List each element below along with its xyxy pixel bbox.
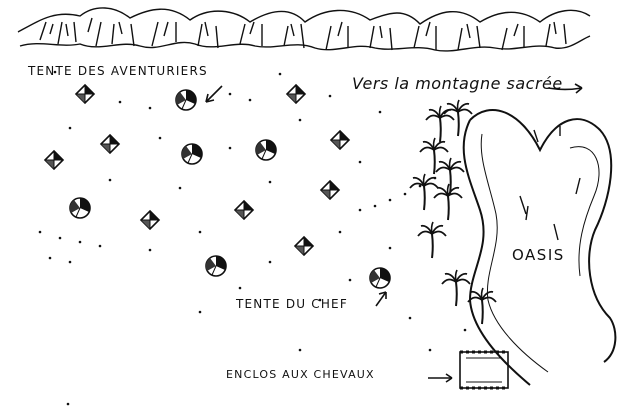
- arrow-icon: [205, 83, 583, 383]
- mountain-ridge-icon: [17, 7, 591, 52]
- palm-trees: [409, 99, 497, 325]
- tent-icon: [234, 200, 254, 220]
- tent-icon: [330, 130, 350, 150]
- palm-tree-icon: [409, 173, 439, 211]
- horse-enclosure-label: ENCLOS AUX CHEVAUX: [226, 368, 375, 381]
- palm-tree-icon: [467, 287, 497, 325]
- chief-tent-label: TENTE DU CHEF: [236, 297, 348, 311]
- tent-icon: [100, 134, 120, 154]
- palm-tree-icon: [425, 105, 455, 143]
- tent-icon: [68, 197, 91, 219]
- oasis-water: [462, 109, 617, 386]
- chief-tent-icon: [368, 267, 391, 289]
- palm-tree-icon: [441, 269, 471, 307]
- tent-icon: [174, 89, 197, 111]
- tent-icon: [254, 139, 277, 161]
- palm-tree-icon: [417, 221, 447, 259]
- adventurers-tent-label: TENTE DES AVENTURIERS: [28, 64, 208, 78]
- horse-enclosure-icon: [459, 350, 509, 390]
- tent-icon: [204, 255, 227, 277]
- tent-icon: [180, 143, 203, 165]
- terrain-dots: [38, 70, 467, 406]
- sacred-mountain-label: Vers la montagne sacrée: [352, 74, 563, 93]
- palm-tree-icon: [443, 99, 473, 137]
- tent-icon: [44, 150, 64, 170]
- oasis-label: OASIS: [512, 246, 565, 264]
- tents: [44, 84, 391, 289]
- tent-icon: [75, 84, 95, 104]
- tent-icon: [294, 236, 314, 256]
- palm-tree-icon: [433, 183, 463, 221]
- tent-icon: [140, 210, 160, 230]
- tent-icon: [286, 84, 306, 104]
- tent-icon: [320, 180, 340, 200]
- palm-tree-icon: [419, 137, 449, 175]
